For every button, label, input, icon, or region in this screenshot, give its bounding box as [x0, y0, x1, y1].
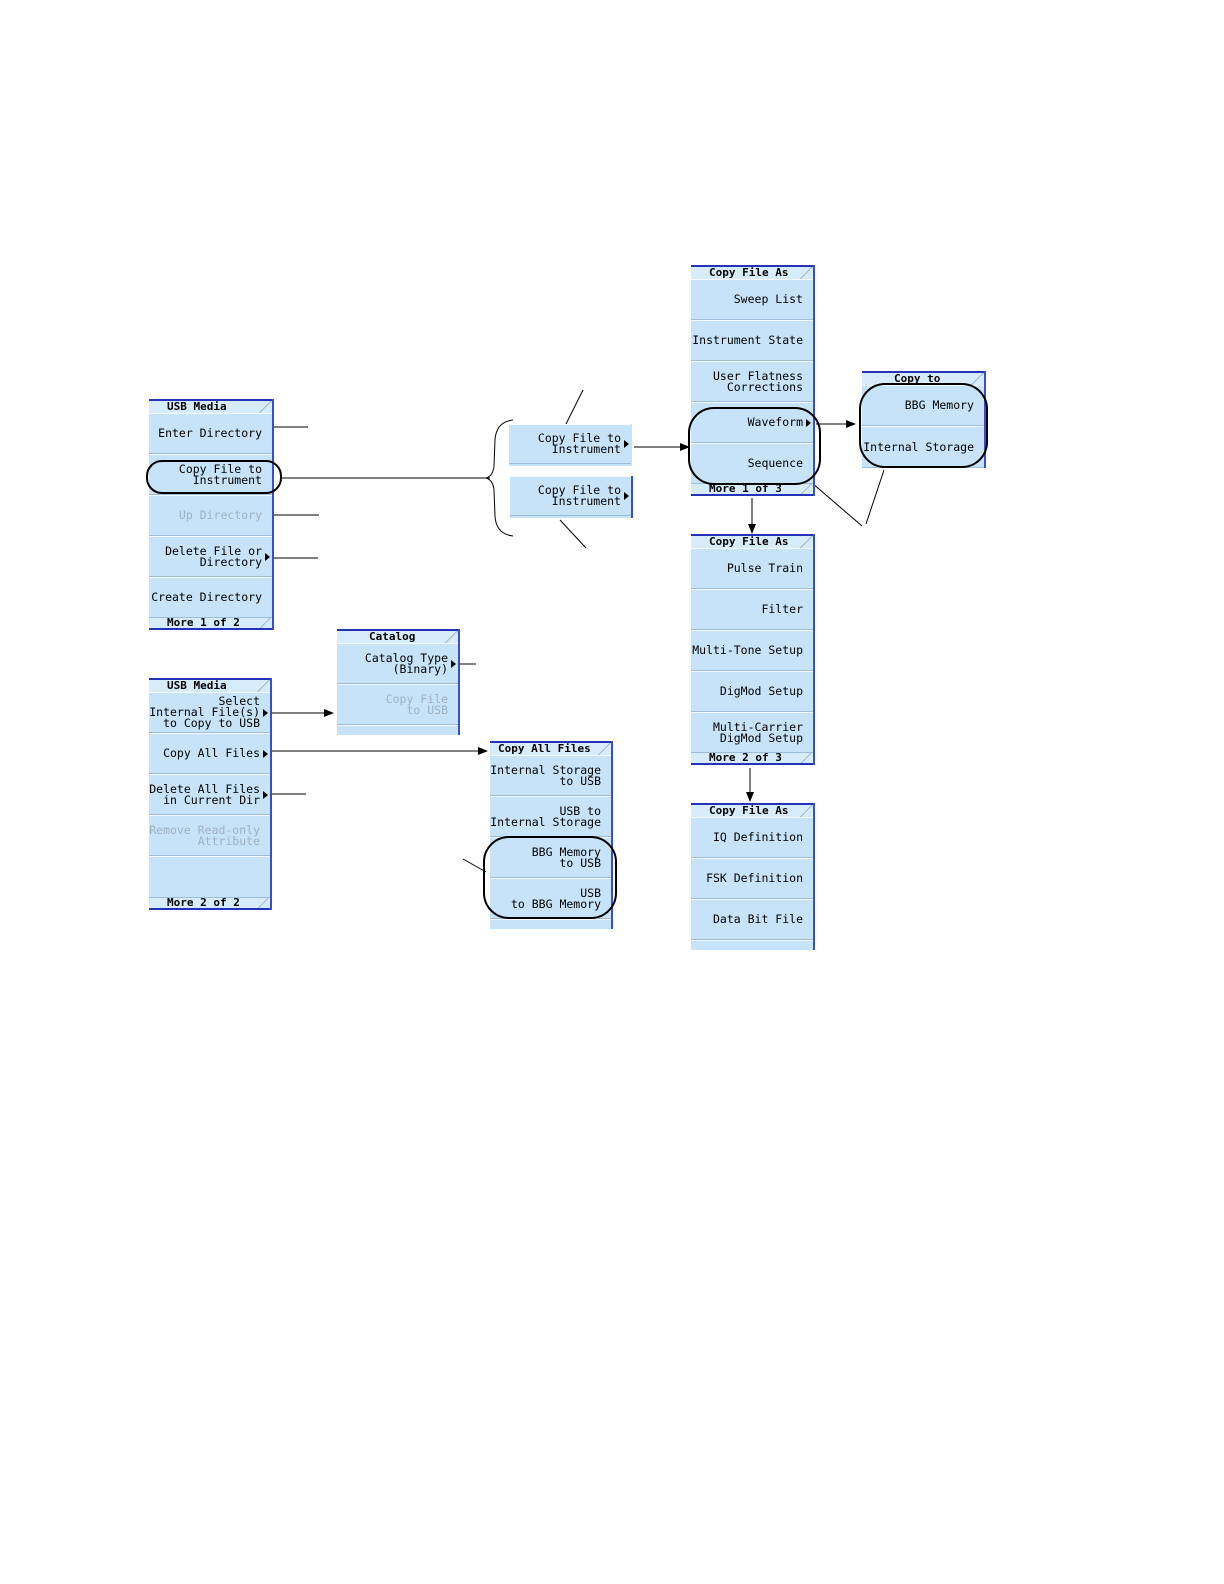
copy-file-to-instrument-variant-b: Copy File to Instrument [509, 476, 633, 518]
catalog-type-key[interactable]: Catalog Type (Binary) [337, 643, 458, 684]
up-directory-key[interactable]: Up Directory [149, 495, 272, 536]
usb-media-menu-2: USB Media Select Internal File(s) to Cop… [148, 678, 272, 910]
menu-continuation [691, 940, 813, 950]
enter-directory-key[interactable]: Enter Directory [149, 413, 272, 454]
highlight-bbg-memory-options [483, 836, 617, 919]
highlight-copy-to-options [859, 383, 988, 468]
digmod-setup-key[interactable]: DigMod Setup [691, 671, 813, 712]
callout-line-copy-to [865, 469, 885, 525]
internal-storage-to-usb-key[interactable]: Internal Storage to USB [490, 755, 611, 796]
more-1-of-2-key[interactable]: More 1 of 2 [149, 617, 272, 630]
copy-file-to-instrument-key[interactable]: Copy File to Instrument [149, 454, 272, 495]
instrument-state-key[interactable]: Instrument State [691, 320, 813, 361]
sweep-list-key[interactable]: Sweep List [691, 279, 813, 320]
catalog-menu: Catalog Catalog Type (Binary) Copy File … [336, 629, 460, 735]
copy-all-files-key[interactable]: Copy All Files [149, 733, 270, 774]
copy-file-as-menu-3: Copy File As IQ Definition FSK Definitio… [690, 803, 815, 950]
menu-title: Copy File As [691, 534, 813, 548]
bbg-memory-key[interactable]: BBG Memory [862, 385, 984, 426]
menu-title: USB Media [149, 678, 270, 692]
menu-continuation [490, 919, 611, 929]
menu-title: USB Media [149, 399, 272, 413]
usb-media-menu-1: USB Media Enter Directory Copy File to I… [148, 399, 274, 630]
empty-key [149, 856, 270, 898]
highlight-copy-file-to-instrument [146, 460, 282, 494]
menu-title: Copy to [862, 371, 984, 385]
copy-file-as-menu-2: Copy File As Pulse Train Filter Multi-To… [690, 534, 815, 765]
more-2-of-3-key[interactable]: More 2 of 3 [691, 752, 813, 765]
copy-file-to-instrument-key-a[interactable]: Copy File to Instrument [509, 424, 631, 464]
multi-tone-setup-key[interactable]: Multi-Tone Setup [691, 630, 813, 671]
copy-file-as-menu-1: Copy File As Sweep List Instrument State… [690, 265, 815, 496]
delete-file-or-directory-key[interactable]: Delete File or Directory [149, 536, 272, 577]
copy-file-to-instrument-key-b[interactable]: Copy File to Instrument [510, 476, 631, 516]
fsk-definition-key[interactable]: FSK Definition [691, 858, 813, 899]
usb-to-internal-storage-key[interactable]: USB to Internal Storage [490, 796, 611, 837]
menu-title: Copy File As [691, 265, 813, 279]
multi-carrier-digmod-setup-key[interactable]: Multi-Carrier DigMod Setup [691, 712, 813, 753]
more-1-of-3-key[interactable]: More 1 of 3 [691, 483, 813, 496]
callout-line-copy-file-as-1 [811, 482, 863, 527]
highlight-waveform-sequence [688, 407, 821, 485]
copy-all-files-menu: Copy All Files Internal Storage to USB U… [489, 741, 613, 929]
iq-definition-key[interactable]: IQ Definition [691, 817, 813, 858]
menu-continuation [337, 725, 458, 735]
menu-title: Copy File As [691, 803, 813, 817]
copy-file-to-instrument-variant-a: Copy File to Instrument [508, 424, 632, 466]
menu-title: Catalog [337, 629, 458, 643]
filter-key[interactable]: Filter [691, 589, 813, 630]
delete-all-files-key[interactable]: Delete All Files in Current Dir [149, 774, 270, 815]
select-internal-files-key[interactable]: Select Internal File(s) to Copy to USB [149, 692, 270, 733]
create-directory-key[interactable]: Create Directory [149, 577, 272, 618]
pulse-train-key[interactable]: Pulse Train [691, 548, 813, 589]
more-2-of-2-key[interactable]: More 2 of 2 [149, 897, 270, 910]
copy-file-to-usb-key[interactable]: Copy File to USB [337, 684, 458, 725]
callout-line-copy-variant-b [559, 519, 587, 549]
user-flatness-corrections-key[interactable]: User Flatness Corrections [691, 361, 813, 402]
remove-read-only-attribute-key[interactable]: Remove Read-only Attribute [149, 815, 270, 856]
menu-title: Copy All Files [490, 741, 611, 755]
data-bit-file-key[interactable]: Data Bit File [691, 899, 813, 940]
